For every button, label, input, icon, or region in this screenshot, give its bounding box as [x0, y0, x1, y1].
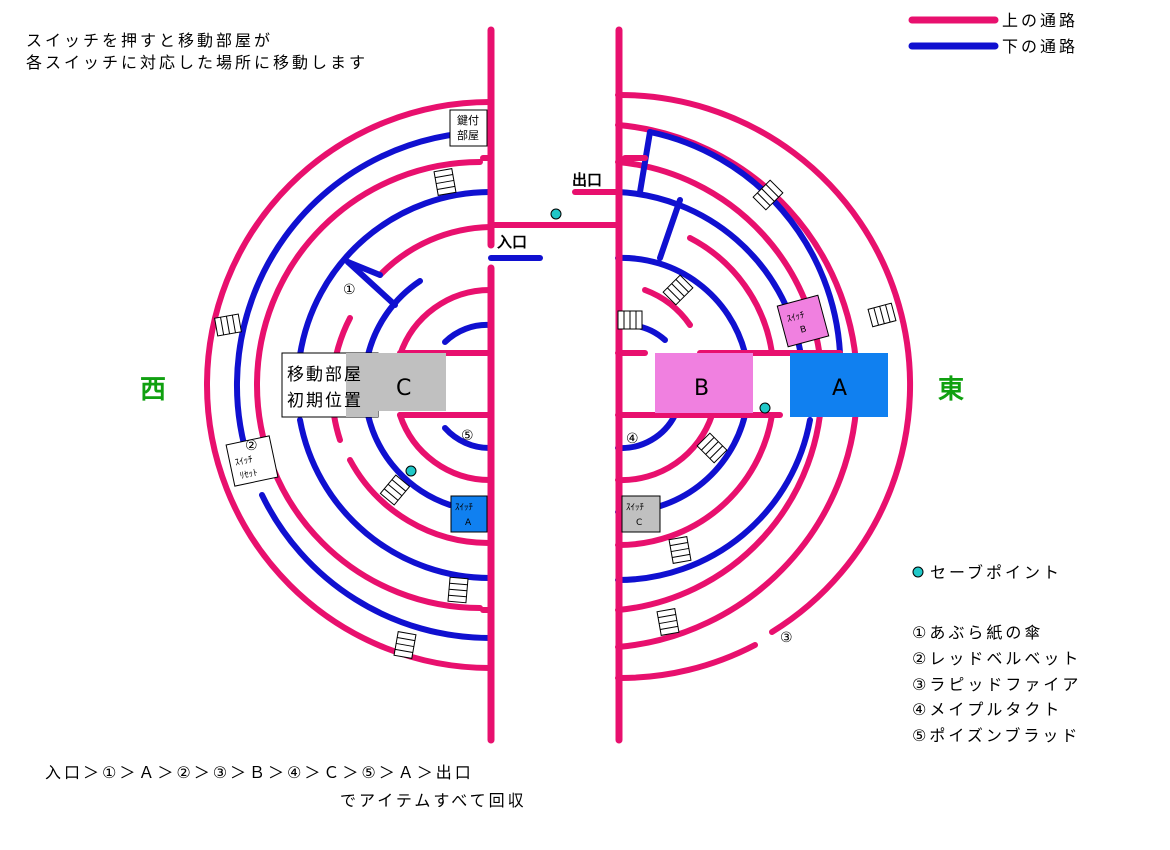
- key-room-label-1: 鍵付: [457, 113, 479, 127]
- switch-c-label-1: ｽｲｯﾁ: [626, 502, 645, 513]
- legend-lower-label: 下の通路: [1002, 37, 1078, 56]
- save-points: [405, 208, 924, 578]
- west-upper-ring-1: [204, 99, 493, 671]
- entrance-label: 入口: [497, 233, 527, 251]
- item-4: ④メイプルタクト: [912, 700, 1062, 719]
- save-point-legend-icon: [912, 566, 924, 578]
- item-1: ①あぶら紙の傘: [912, 623, 1043, 642]
- room-a: [790, 353, 888, 417]
- item-5: ⑤ポイズンブラッド: [912, 726, 1080, 745]
- rooms: [225, 109, 888, 533]
- item-3: ③ラピッドファイア: [912, 675, 1081, 694]
- marker-1: ①: [343, 282, 356, 298]
- switch-a-label-1: ｽｲｯﾁ: [455, 502, 474, 513]
- room-c-label: C: [396, 376, 411, 401]
- west-upper-ring-2: [254, 159, 483, 611]
- switch-b-label-1: ｽｲｯﾁ: [786, 309, 807, 324]
- item-2: ②レッドベルベット: [912, 649, 1081, 668]
- exit-label: 出口: [572, 171, 602, 189]
- marker-3: ③: [780, 630, 793, 646]
- east-label: 東: [938, 375, 964, 405]
- marker-5: ⑤: [461, 428, 474, 444]
- west-lower-ring-2b: [297, 417, 493, 582]
- switch-reset-label-2: ﾘｾｯﾄ: [239, 467, 259, 482]
- note-line-2: 各スイッチに対応した場所に移動します: [26, 53, 368, 72]
- save-point-icon: [550, 208, 562, 220]
- switch-c-box: [621, 495, 661, 533]
- moving-room-label-2: 初期位置: [287, 391, 363, 411]
- switch-a-label-2: A: [465, 518, 472, 528]
- note-line-1: スイッチを押すと移動部屋が: [26, 31, 273, 50]
- west-lower-ring-2: [297, 189, 493, 358]
- switch-a-box: [450, 495, 488, 533]
- marker-4: ④: [626, 431, 639, 447]
- save-point-icon: [405, 465, 417, 477]
- room-c: [378, 353, 446, 411]
- east-lower-ring-1: [647, 129, 843, 356]
- west-label: 西: [140, 375, 166, 405]
- switch-b-box: [776, 294, 830, 348]
- route-line-2: でアイテムすべて回収: [340, 791, 527, 810]
- west-lower-ring-1b: [259, 492, 493, 642]
- moving-room-label-1: 移動部屋: [287, 365, 363, 385]
- save-legend-label: セーブポイント: [930, 563, 1062, 582]
- switch-b-label-2: B: [799, 325, 808, 336]
- key-room: [449, 109, 488, 147]
- east-upper-ring-1: [615, 91, 914, 635]
- route-line-1: 入口＞①＞Ａ＞②＞③＞Ｂ＞④＞Ｃ＞⑤＞Ａ＞出口: [45, 763, 474, 782]
- west-lower-ring-1: [234, 129, 493, 468]
- west-maze: [204, 26, 621, 744]
- marker-2: ②: [245, 438, 258, 454]
- switch-c-label-2: C: [636, 518, 642, 528]
- room-a-label: A: [832, 376, 847, 401]
- legend-upper-label: 上の通路: [1002, 11, 1078, 30]
- switch-reset-box: [225, 435, 279, 487]
- room-b: [655, 353, 753, 413]
- key-room-label-2: 部屋: [457, 128, 479, 142]
- switch-reset-label-1: ｽｲｯﾁ: [234, 454, 254, 469]
- room-b-label: B: [694, 376, 709, 401]
- save-point-icon: [759, 402, 771, 414]
- west-upper-ring-3: [377, 224, 493, 278]
